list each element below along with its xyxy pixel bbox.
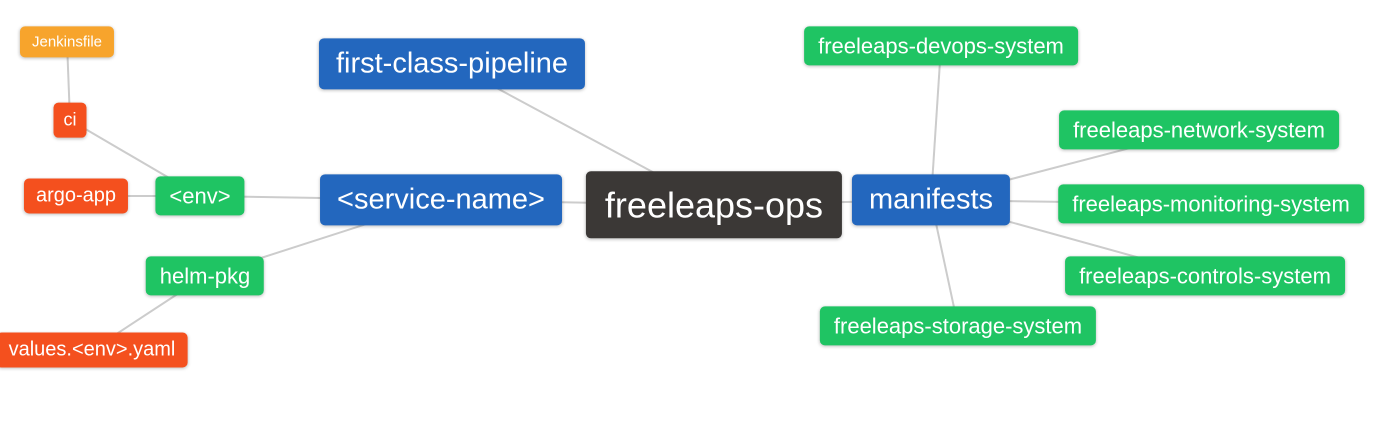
node-freeleaps-controls-system[interactable]: freeleaps-controls-system [1065,256,1345,296]
node-freeleaps-network-system[interactable]: freeleaps-network-system [1059,110,1339,150]
node-ci[interactable]: ci [53,102,87,138]
node-jenkinsfile[interactable]: Jenkinsfile [19,26,115,58]
node-freeleaps-storage-system[interactable]: freeleaps-storage-system [819,306,1097,346]
node-argo-app[interactable]: argo-app [23,178,129,214]
node-first-class-pipeline[interactable]: first-class-pipeline [318,38,586,90]
node-freeleaps-devops-system[interactable]: freeleaps-devops-system [804,26,1078,66]
node-helm-pkg[interactable]: helm-pkg [145,256,265,296]
node-values-env-yaml[interactable]: values.<env>.yaml [0,332,188,368]
node-env[interactable]: <env> [155,176,245,216]
node-manifests[interactable]: manifests [851,174,1011,226]
node-freeleaps-monitoring-system[interactable]: freeleaps-monitoring-system [1058,184,1364,224]
node-service-name[interactable]: <service-name> [320,174,562,226]
node-freeleaps-ops[interactable]: freeleaps-ops [585,171,843,239]
